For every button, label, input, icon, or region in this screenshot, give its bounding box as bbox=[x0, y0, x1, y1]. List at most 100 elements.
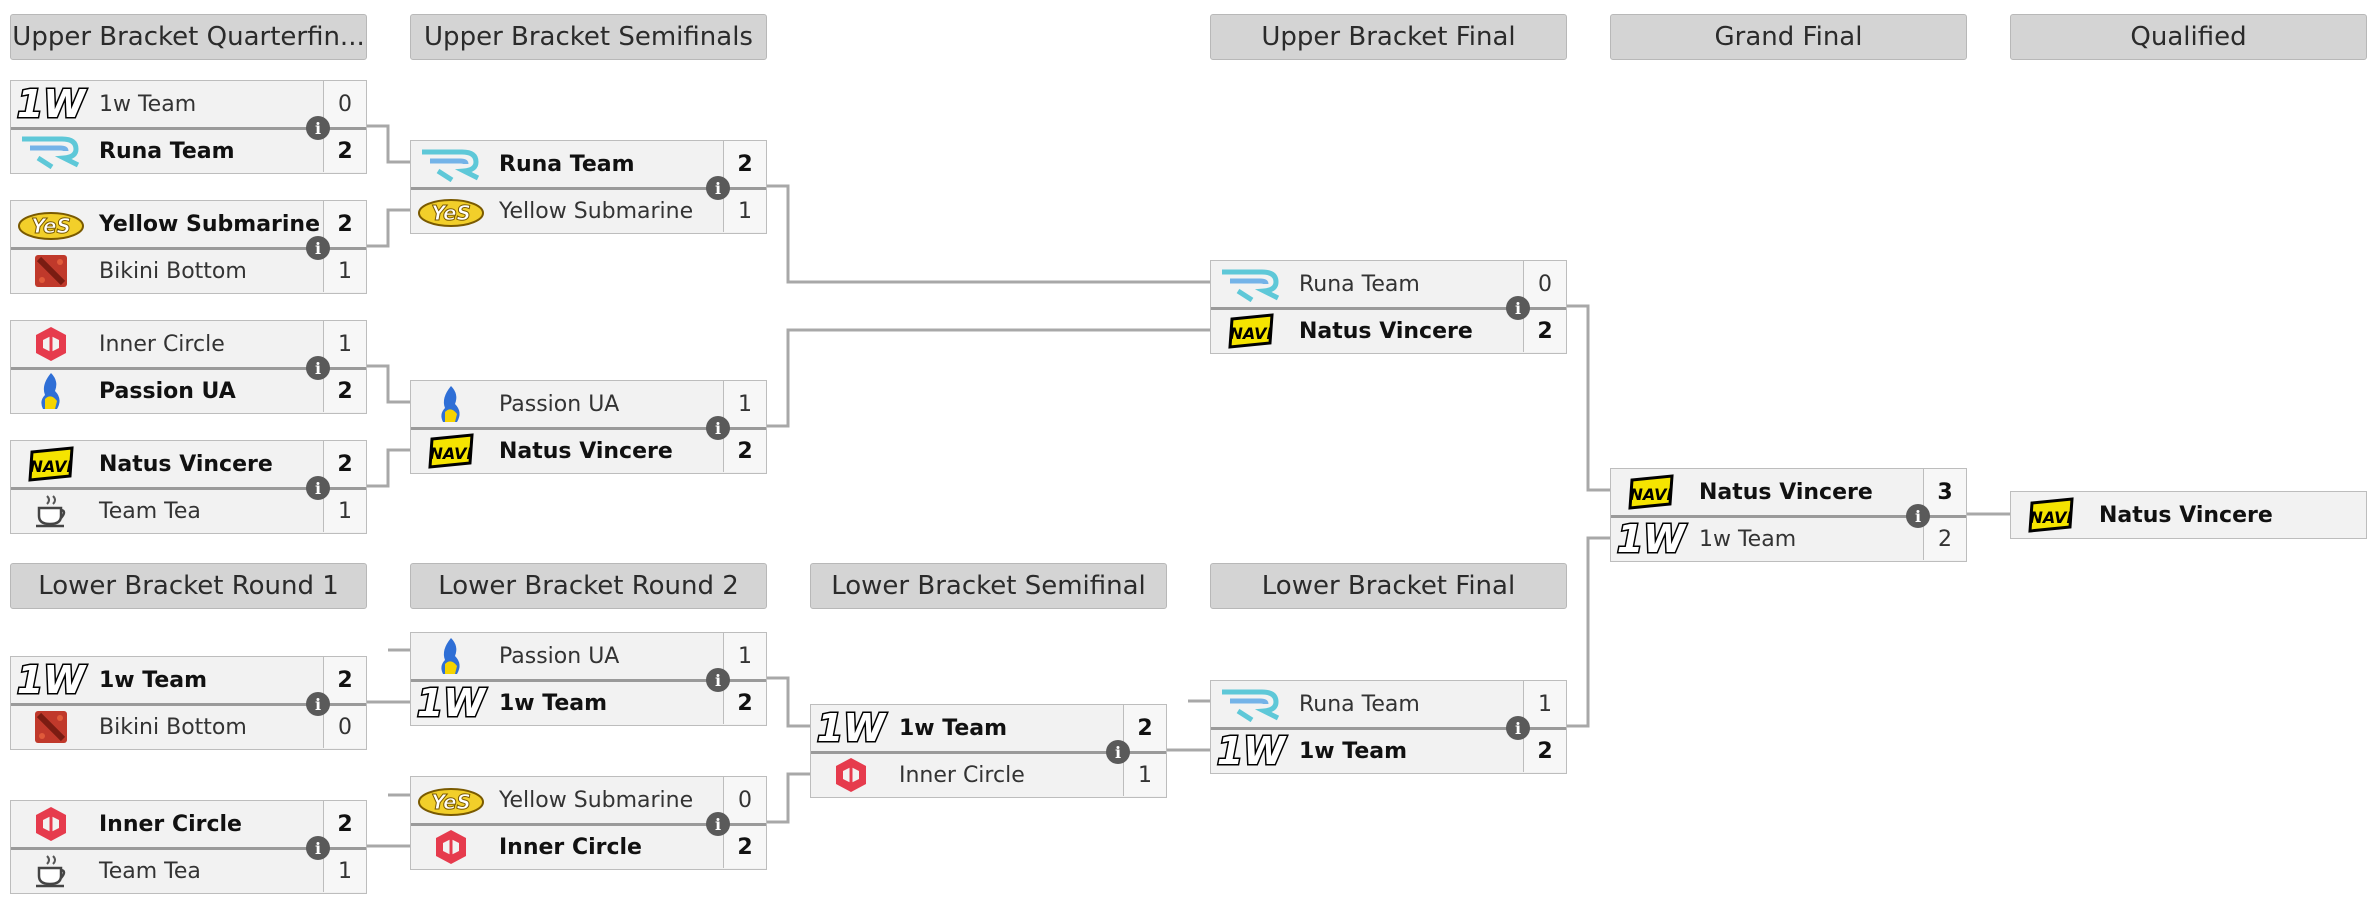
team-name[interactable]: Bikini Bottom bbox=[99, 714, 247, 740]
team-name[interactable]: 1w Team bbox=[99, 91, 197, 117]
match-info-icon[interactable]: i bbox=[1906, 504, 1930, 528]
team-score: 2 bbox=[1523, 310, 1566, 352]
svg-text:NAVI: NAVI bbox=[1629, 485, 1672, 504]
team-name[interactable]: Inner Circle bbox=[99, 811, 242, 837]
header-upper-final: Upper Bracket Final bbox=[1210, 14, 1567, 60]
match-info-icon[interactable]: i bbox=[706, 812, 730, 836]
team-name[interactable]: Runa Team bbox=[99, 138, 235, 164]
team-row[interactable]: Passion UA 1 bbox=[411, 381, 766, 427]
match-info-icon[interactable]: i bbox=[706, 416, 730, 440]
team-score: 0 bbox=[323, 81, 366, 127]
match-info-icon[interactable]: i bbox=[1506, 716, 1530, 740]
team-name[interactable]: 1w Team bbox=[499, 690, 608, 716]
team-score: 2 bbox=[1123, 705, 1166, 751]
team-name[interactable]: Passion UA bbox=[99, 378, 236, 404]
team-name[interactable]: Runa Team bbox=[499, 151, 635, 177]
team-name[interactable]: Team Tea bbox=[99, 498, 201, 524]
yellow-submarine-logo-icon: YeS bbox=[411, 777, 491, 823]
team-score: 0 bbox=[323, 706, 366, 748]
team-name[interactable]: Bikini Bottom bbox=[99, 258, 247, 284]
match-info-icon[interactable]: i bbox=[306, 692, 330, 716]
team-name[interactable]: Passion UA bbox=[499, 391, 620, 417]
svg-text:NAVI: NAVI bbox=[2029, 508, 2072, 527]
match-info-icon[interactable]: i bbox=[306, 236, 330, 260]
team-score: 1 bbox=[1123, 754, 1166, 796]
team-name[interactable]: Inner Circle bbox=[899, 762, 1025, 788]
team-row[interactable]: Passion UA 1 bbox=[411, 633, 766, 679]
match-info-icon[interactable]: i bbox=[306, 116, 330, 140]
team-score: 1 bbox=[723, 633, 766, 679]
team-score: 1 bbox=[723, 190, 766, 232]
team-name[interactable]: Natus Vincere bbox=[499, 438, 673, 464]
team-score: 0 bbox=[723, 777, 766, 823]
team-name[interactable]: Natus Vincere bbox=[1699, 479, 1873, 505]
team-name[interactable]: Yellow Submarine bbox=[499, 198, 694, 224]
team-row[interactable]: Inner Circle 1 bbox=[811, 751, 1166, 796]
team-score: 2 bbox=[323, 657, 366, 703]
team-name[interactable]: Passion UA bbox=[499, 643, 620, 669]
team-name[interactable]: 1w Team bbox=[99, 667, 208, 693]
runa-logo-icon bbox=[1211, 681, 1291, 727]
team-row[interactable]: Bikini Bottom 0 bbox=[11, 703, 366, 748]
team-name[interactable]: 1w Team bbox=[1299, 738, 1408, 764]
team-name[interactable]: Inner Circle bbox=[99, 331, 225, 357]
navi-logo-icon: NAVI bbox=[1211, 310, 1291, 352]
svg-text:YeS: YeS bbox=[31, 214, 71, 238]
match-info-icon[interactable]: i bbox=[706, 176, 730, 200]
team-name[interactable]: Team Tea bbox=[99, 858, 201, 884]
team-name[interactable]: Natus Vincere bbox=[2099, 502, 2273, 528]
team-name[interactable]: Runa Team bbox=[1299, 691, 1420, 717]
team-name[interactable]: Inner Circle bbox=[499, 834, 642, 860]
team-score: 1 bbox=[723, 381, 766, 427]
team-row[interactable]: YeS Yellow Submarine 0 bbox=[411, 777, 766, 823]
header-lower-final: Lower Bracket Final bbox=[1210, 563, 1567, 609]
team-score: 1 bbox=[323, 321, 366, 367]
match-info-icon[interactable]: i bbox=[306, 836, 330, 860]
team-name[interactable]: 1w Team bbox=[899, 715, 1008, 741]
team-name[interactable]: Yellow Submarine bbox=[499, 787, 694, 813]
match-info-icon[interactable]: i bbox=[306, 356, 330, 380]
match-info-icon[interactable]: i bbox=[706, 668, 730, 692]
team-score: 2 bbox=[323, 130, 366, 172]
team-name[interactable]: Natus Vincere bbox=[1299, 318, 1473, 344]
team-row[interactable]: NAVI Natus Vincere 2 bbox=[1211, 307, 1566, 352]
team-name[interactable]: Natus Vincere bbox=[99, 451, 273, 477]
match-info-icon[interactable]: i bbox=[1506, 296, 1530, 320]
team-name[interactable]: Yellow Submarine bbox=[99, 211, 321, 237]
team-name[interactable]: Runa Team bbox=[1299, 271, 1420, 297]
match-info-icon[interactable]: i bbox=[1106, 740, 1130, 764]
team-row[interactable]: YeS Yellow Submarine 1 bbox=[411, 187, 766, 232]
team-row[interactable]: Inner Circle 1 bbox=[11, 321, 366, 367]
team-row[interactable]: Runa Team 1 bbox=[1211, 681, 1566, 727]
svg-text:YeS: YeS bbox=[431, 201, 471, 225]
header-lower-round-1: Lower Bracket Round 1 bbox=[10, 563, 367, 609]
team-tea-logo-icon bbox=[11, 850, 91, 892]
team-row[interactable]: NAVI Natus Vincere bbox=[2011, 492, 2366, 538]
team-name[interactable]: 1w Team bbox=[1699, 526, 1797, 552]
passion-ua-logo-icon bbox=[411, 381, 491, 427]
team-score: 1 bbox=[1523, 681, 1566, 727]
team-row[interactable]: Runa Team 2 bbox=[11, 127, 366, 172]
match-info-icon[interactable]: i bbox=[306, 476, 330, 500]
